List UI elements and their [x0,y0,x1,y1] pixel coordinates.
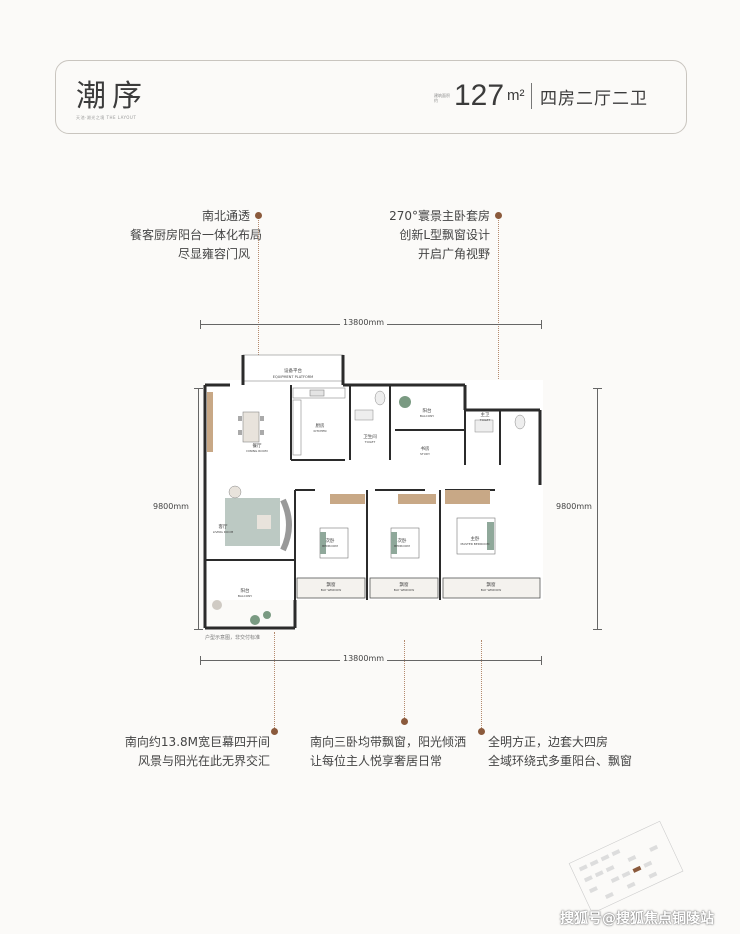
callout-bottom-right: 全明方正，边套大四房 全域环绕式多重阳台、飘窗 [488,733,632,771]
label-bay1: 飘窗 [327,581,336,588]
area-divider [531,83,532,109]
layout-type: 四房二厅二卫 [540,89,648,109]
area-caption: 建筑面积约 [434,93,450,103]
callout-line: 南向约13.8M宽巨幕四开间 [124,735,270,749]
equipment-platform [242,354,344,382]
dimension-line-right [597,388,598,630]
callout-line: 让每位主人悦享奢居日常 [310,754,443,768]
kitchen-counter [292,387,346,456]
callout-leader-line [258,220,259,415]
floor-plan: 设备平台 EQUIPMENT PLATFORM 餐厅 DINING ROOM 厨… [203,354,543,630]
dimension-tick [194,629,203,630]
callout-line: 全域环绕式多重阳台、飘窗 [488,754,633,768]
callout-leader-line [274,632,275,732]
dimension-bottom-label: 13800mm [340,654,388,663]
dimension-tick [200,656,201,665]
label-dining: 餐厅 [253,442,262,449]
area-value: 127 [454,79,505,112]
label-equipment: 设备平台 [284,367,302,374]
callout-line: 270°寰景主卧套房 [389,209,490,223]
callout-line: 风景与阳光在此无界交汇 [137,754,270,768]
dimension-tick [593,629,602,630]
callout-line: 开启广角视野 [417,247,490,261]
label-bay1-en: BAY WINDOW [321,588,341,592]
callout-dot [401,718,408,725]
dimension-tick [541,656,542,665]
callout-top-left: 南北通透 餐客厨房阳台一体化布局 尽显雍容门风 [130,207,263,264]
beds [319,517,496,559]
callout-top-right: 270°寰景主卧套房 创新L型飘窗设计 开启广角视野 [370,207,490,264]
living-furniture [225,485,292,552]
header-box: 潮序 天池·湖光之境 THE LAYOUT 建筑面积约 127 m² 四房二厅二… [55,60,687,134]
label-master-en: MASTER BEDROOM [461,542,490,546]
callout-dot [271,728,278,735]
area-unit: m² [507,87,525,104]
callout-line: 南北通透 [201,209,250,223]
label-bay2-en: BAY WINDOW [394,588,414,592]
label-bedroom2-en: BEDROOM [394,544,410,548]
callout-dot [495,212,502,219]
label-toilet1: 卫生间 [363,433,377,440]
label-balcony-s-en: BALCONY [238,594,252,598]
callout-line: 南向三卧均带飘窗，阳光倾洒 [310,735,467,749]
label-kitchen: 厨房 [316,422,325,429]
interior-walls [205,385,501,600]
callout-dot [255,212,262,219]
bay-windows [296,577,541,599]
label-balcony-s: 阳台 [241,587,250,594]
outer-walls [203,355,542,630]
label-bedroom2: 次卧 [398,537,407,544]
callout-line: 创新L型飘窗设计 [399,228,490,242]
dimension-tick [194,388,203,389]
dimension-top-label: 13800mm [340,318,388,327]
wardrobes [207,392,490,504]
dining-table [238,411,264,443]
label-bay3: 飘窗 [487,581,496,588]
label-toilet2: 主卫 [481,411,490,418]
callout-bottom-mid: 南向三卧均带飘窗，阳光倾洒 让每位主人悦享奢居日常 [310,733,466,771]
callout-dot [478,728,485,735]
label-bay3-en: BAY WINDOW [481,588,501,592]
label-balcony-n-en: BALCONY [420,414,434,418]
site-key-map [568,820,684,910]
callout-leader-line [404,640,405,720]
label-living: 客厅 [219,523,228,530]
callout-leader-line [481,640,482,728]
label-toilet1-en: TOILET [364,440,376,444]
dimension-right-label: 9800mm [553,502,595,511]
label-study: 书房 [421,445,430,452]
callout-leader-line [498,220,499,515]
dimension-tick [593,388,602,389]
area-block: 建筑面积约 127 m² 四房二厅二卫 [434,79,674,115]
label-kitchen-en: KITCHEN [314,429,327,433]
callout-bottom-left: 南向约13.8M宽巨幕四开间 风景与阳光在此无界交汇 [100,733,270,771]
watermark: 搜狐号@搜狐焦点铜陵站 [560,911,714,927]
label-balcony-n: 阳台 [423,407,432,414]
callout-line: 餐客厨房阳台一体化布局 [130,228,263,242]
dimension-left-label: 9800mm [150,502,192,511]
callout-line: 尽显雍容门风 [177,247,250,261]
dimension-tick [541,320,542,329]
label-living-en: LIVING ROOM [213,530,234,534]
title-subtitle: 天池·湖光之境 THE LAYOUT [76,115,137,120]
label-toilet2-en: TOILET [479,418,491,422]
label-equipment-en: EQUIPMENT PLATFORM [273,375,313,379]
page-title: 潮序 [76,79,148,114]
dimension-line-left [198,388,199,630]
callout-line: 全明方正，边套大四房 [488,735,609,749]
toilet-fixtures [354,390,526,433]
label-bay2: 飘窗 [400,581,409,588]
plants [212,396,411,625]
label-study-en: STUDY [420,452,430,456]
label-bedroom1-en: BEDROOM [322,544,338,548]
label-dining-en: DINING ROOM [246,449,268,453]
label-bedroom1: 次卧 [326,537,335,544]
plan-note: 户型示意图，非交付标准 [205,635,261,641]
dimension-tick [200,320,201,329]
label-master: 主卧 [471,535,480,542]
